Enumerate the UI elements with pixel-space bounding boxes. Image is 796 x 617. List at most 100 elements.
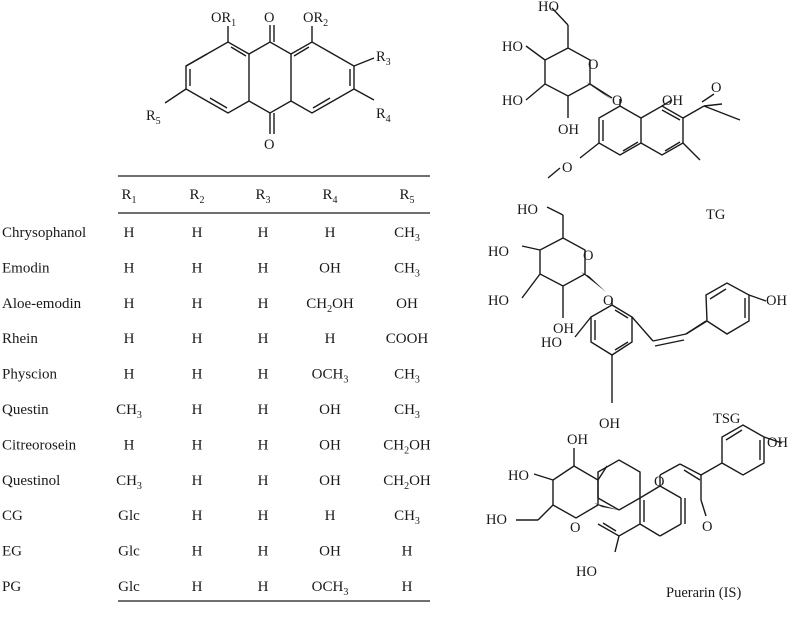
tsg-structure: HO HO HO OH O O HO OH OH TSG <box>488 202 787 432</box>
table-cell: CH3 <box>394 508 420 527</box>
table-cell: OH <box>319 260 341 276</box>
anthraquinone-structure: O O OR1 OR2 R3 R4 R5 <box>146 10 391 153</box>
r3-label: R3 <box>376 49 391 68</box>
table-cell: H <box>192 473 203 489</box>
table-cell: OH <box>319 473 341 489</box>
table-header-cell: R4 <box>322 187 337 206</box>
pu-ho-left: HO <box>508 468 529 484</box>
tsg-ho-2: HO <box>488 244 509 260</box>
tsg-name: TSG <box>713 411 741 427</box>
table-cell: H <box>258 296 269 312</box>
tsg-oh-bottom: OH <box>599 416 620 432</box>
table-cell: H <box>258 579 269 595</box>
table-cell: OH <box>319 402 341 418</box>
table-header-cell: R2 <box>189 187 204 206</box>
table-cell: H <box>258 260 269 276</box>
table-cell: H <box>258 508 269 524</box>
table-row-name: Rhein <box>2 331 38 347</box>
pu-name: Puerarin (IS) <box>666 585 741 601</box>
tg-o-acetyl: O <box>711 80 721 96</box>
tg-oh-sugar: OH <box>558 122 579 138</box>
table-cell: H <box>192 225 203 241</box>
table-row-name: EG <box>2 544 22 560</box>
table-header-cell: R1 <box>121 187 136 206</box>
table-cell: H <box>192 260 203 276</box>
table-cell: CH3 <box>394 402 420 421</box>
table-cell: Glc <box>118 579 140 595</box>
table-cell: CH2OH <box>383 473 431 492</box>
table-cell: H <box>325 225 336 241</box>
r4-label: R4 <box>376 106 391 125</box>
table-cell: OH <box>319 437 341 453</box>
table-row-name: Citreorosein <box>2 437 77 453</box>
pu-o-sugar: O <box>570 520 580 536</box>
table-row-name: PG <box>2 579 21 595</box>
tsg-oh-phenol: OH <box>766 293 787 309</box>
tsg-oh-sugar: OH <box>553 321 574 337</box>
table-cell: H <box>192 579 203 595</box>
carbonyl-o-bottom: O <box>264 137 274 153</box>
carbonyl-o-top: O <box>264 10 274 26</box>
table-cell: H <box>258 367 269 383</box>
table-cell: OCH3 <box>312 579 349 598</box>
pu-oh-top: OH <box>567 432 588 448</box>
table-header-cell: R3 <box>255 187 270 206</box>
tg-name: TG <box>706 207 726 223</box>
tg-oh-naph: OH <box>662 93 683 109</box>
tg-ho-ch2: HO <box>538 0 559 15</box>
table-cell: H <box>325 331 336 347</box>
table-cell: H <box>192 296 203 312</box>
table-cell: H <box>402 579 413 595</box>
table-cell: CH3 <box>394 260 420 279</box>
table-cell: Glc <box>118 544 140 560</box>
table-cell: H <box>192 402 203 418</box>
table-cell: CH3 <box>394 225 420 244</box>
table-cell: H <box>258 225 269 241</box>
table-cell: H <box>325 508 336 524</box>
table-row-name: Chrysophanol <box>2 225 86 241</box>
table-cell: H <box>258 544 269 560</box>
table-row-name: Physcion <box>2 367 58 383</box>
tg-ome-o: O <box>562 160 572 176</box>
tsg-ho-ch2: HO <box>517 202 538 218</box>
table-cell: H <box>402 544 413 560</box>
table-cell: H <box>192 331 203 347</box>
table-cell: CH3 <box>116 473 142 492</box>
table-cell: OH <box>319 544 341 560</box>
tg-structure: HO HO HO OH O O OH O O TG <box>502 0 741 223</box>
table-cell: COOH <box>386 331 429 347</box>
table-cell: H <box>192 544 203 560</box>
table-cell: CH3 <box>394 367 420 386</box>
tg-ho-2: HO <box>502 39 523 55</box>
table-cell: Glc <box>118 508 140 524</box>
table-cell: H <box>192 437 203 453</box>
table-cell: H <box>124 260 135 276</box>
or1-label: OR1 <box>211 10 236 29</box>
pu-ho-bottom: HO <box>576 564 597 580</box>
tsg-o-ring: O <box>583 248 593 264</box>
table-cell: CH3 <box>116 402 142 421</box>
table-cell: H <box>192 367 203 383</box>
table-row-name: Questin <box>2 402 49 418</box>
table-cell: H <box>124 225 135 241</box>
table-row-name: Questinol <box>2 473 60 489</box>
tg-o-ring: O <box>588 57 598 73</box>
tg-o-link: O <box>612 93 622 109</box>
table-cell: H <box>124 331 135 347</box>
tsg-o-link: O <box>603 293 613 309</box>
table-cell: H <box>258 437 269 453</box>
table-cell: H <box>124 296 135 312</box>
tsg-ho-3: HO <box>488 293 509 309</box>
r5-label: R5 <box>146 108 161 127</box>
table-row-name: Emodin <box>2 260 50 276</box>
table-cell: OCH3 <box>312 367 349 386</box>
pu-o-chrom: O <box>654 474 664 490</box>
puerarin-structure: OH HO HO O O O OH HO Puerarin (IS) <box>486 424 788 601</box>
pu-oh-phenol: OH <box>767 435 788 451</box>
table-cell: CH2OH <box>306 296 354 315</box>
tsg-ho-ring: HO <box>541 335 562 351</box>
